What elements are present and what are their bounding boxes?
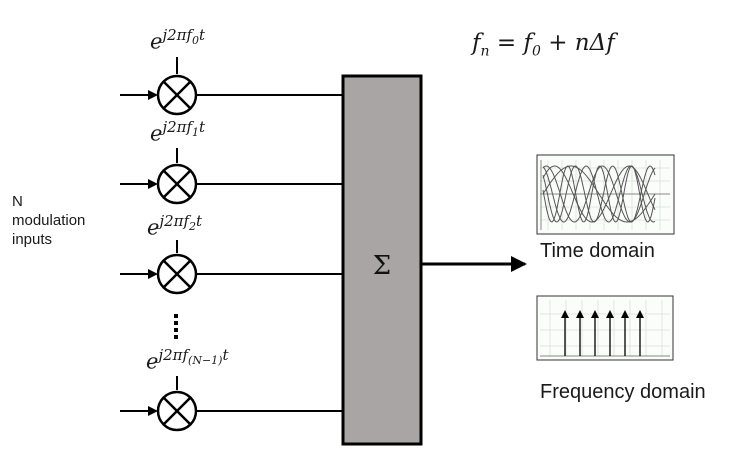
subcarrier-wave — [542, 165, 656, 223]
carrier-label-0: ej2πf0t — [150, 26, 206, 54]
time-domain-thumbnail — [536, 154, 675, 235]
carrier-label-2: ej2πf2t — [147, 212, 203, 240]
ellipsis-dots — [174, 314, 178, 339]
carrier-label-3: ej2πf(N−1)t — [146, 346, 229, 374]
frequency-domain-thumbnail — [536, 295, 674, 361]
subcarrier-wave — [542, 165, 656, 223]
subcarrier-wave — [542, 165, 656, 223]
subcarrier-wave — [542, 165, 656, 223]
carrier-label-1: ej2πf1t — [150, 118, 206, 146]
mixer-icon — [156, 390, 198, 432]
branch-1 — [120, 148, 342, 205]
summer-symbol: Σ — [373, 251, 391, 281]
frequency-domain-caption: Frequency domain — [540, 381, 706, 403]
subcarrier-frequency-formula: fn = f0 + nΔf — [472, 30, 615, 60]
summer-block — [341, 74, 423, 446]
subcarrier-wave — [542, 165, 656, 223]
branch-2 — [120, 240, 342, 295]
mixer-icon — [156, 163, 198, 205]
branch-0 — [120, 57, 342, 116]
modulation-inputs-label: N modulation inputs — [12, 193, 86, 248]
mixer-icon — [156, 253, 198, 295]
subcarrier-wave — [542, 165, 656, 223]
mixer-icon — [156, 74, 198, 116]
branch-n-minus-1 — [120, 376, 342, 432]
time-domain-caption: Time domain — [540, 240, 655, 262]
